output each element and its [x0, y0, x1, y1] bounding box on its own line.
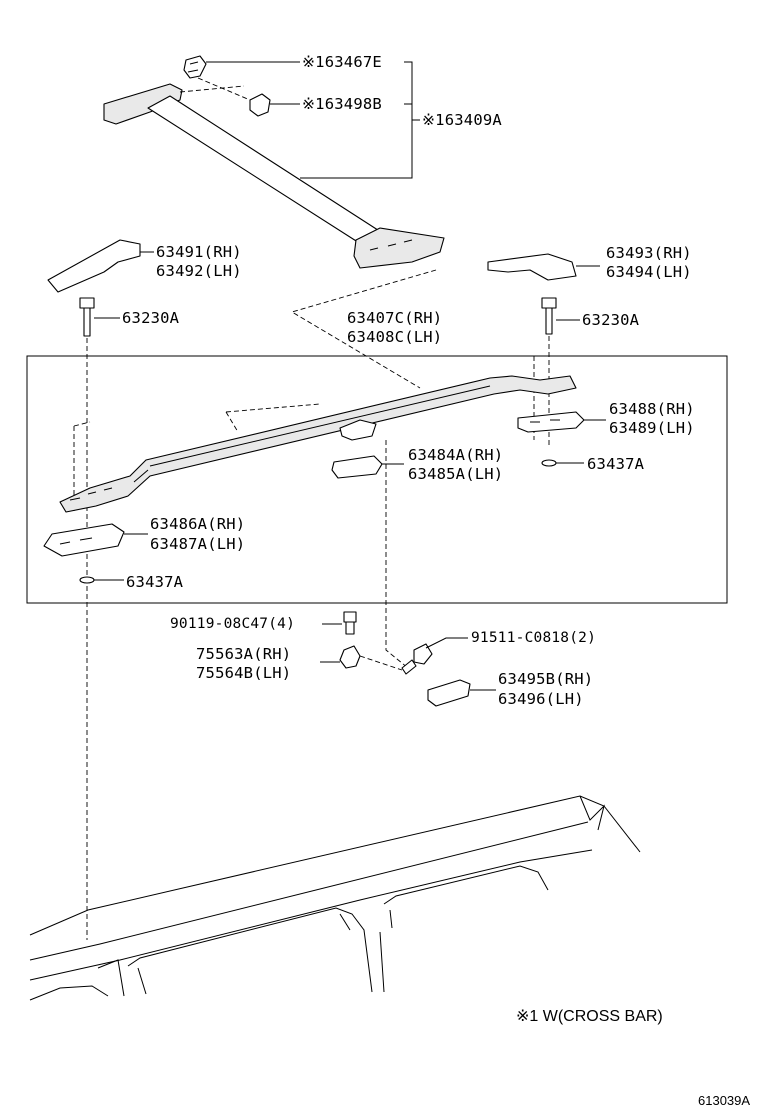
bolt-right[interactable] — [541, 297, 580, 335]
label-63496: 63496(LH) — [498, 690, 584, 708]
clip-bolt-part[interactable] — [322, 611, 357, 635]
label-163467E: ※163467E — [302, 53, 382, 71]
label-75564B: 75564B(LH) — [196, 664, 292, 682]
label-63495B: 63495B(RH) — [498, 670, 594, 688]
label-63485A: 63485A(LH) — [408, 465, 504, 483]
washer-right[interactable] — [541, 459, 557, 467]
label-163409A: ※163409A — [422, 111, 502, 129]
label-63230A-left: 63230A — [122, 309, 180, 327]
label-63407C: 63407C(RH) — [347, 309, 443, 327]
end-cover-rear[interactable] — [487, 253, 577, 281]
label-63408C: 63408C(LH) — [347, 328, 443, 346]
screw-91511[interactable] — [359, 637, 468, 675]
label-63230A-right: 63230A — [582, 311, 640, 329]
bolt-left[interactable] — [79, 297, 120, 337]
label-163498B: ※163498B — [302, 95, 382, 113]
rail-center-cover[interactable] — [331, 455, 383, 479]
cover-63495B[interactable] — [427, 679, 496, 707]
vehicle-roof-outline — [29, 795, 641, 1001]
bracket-163409A — [300, 61, 420, 179]
roof-rail-part[interactable] — [59, 375, 577, 513]
crossbar-clip-part[interactable] — [183, 55, 207, 79]
label-63492: 63492(LH) — [156, 262, 242, 280]
washer-left[interactable] — [79, 576, 95, 584]
label-91511: 91511-C0818(2) — [471, 630, 597, 646]
crossbar-bolt-part[interactable] — [249, 93, 284, 117]
label-90119: 90119-08C47(4) — [170, 616, 296, 632]
label-63484A: 63484A(RH) — [408, 446, 504, 464]
diagram-code: 613039A — [698, 1093, 751, 1108]
roof-rail-group-box — [26, 355, 728, 604]
label-63489: 63489(LH) — [609, 419, 695, 437]
footnote: ※1 W(CROSS BAR) — [516, 1008, 663, 1025]
label-63437A-right: 63437A — [587, 455, 645, 473]
label-63494: 63494(LH) — [606, 263, 692, 281]
rail-bracket-front[interactable] — [43, 523, 125, 557]
label-63488: 63488(RH) — [609, 400, 695, 418]
label-63491: 63491(RH) — [156, 243, 242, 261]
label-63487A: 63487A(LH) — [150, 535, 246, 553]
label-75563A: 75563A(RH) — [196, 645, 292, 663]
label-63486A: 63486A(RH) — [150, 515, 246, 533]
label-63493: 63493(RH) — [606, 244, 692, 262]
bracket-75563A[interactable] — [320, 645, 361, 669]
end-cover-front[interactable] — [47, 239, 141, 293]
rail-bracket-rear[interactable] — [517, 411, 585, 433]
cross-bar-part[interactable] — [103, 83, 445, 269]
label-63437A-left: 63437A — [126, 573, 184, 591]
